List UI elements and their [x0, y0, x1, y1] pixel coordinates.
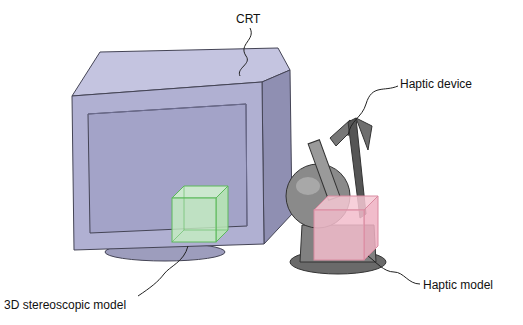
leader-lines: [138, 28, 420, 296]
callout-label: Haptic device: [400, 77, 472, 91]
callout-label: Haptic model: [423, 278, 493, 292]
crt-monitor: [72, 48, 292, 261]
leader-line: [239, 28, 251, 76]
leader-line: [368, 256, 420, 284]
leader-line: [138, 246, 188, 296]
device-arm: [308, 140, 340, 200]
monitor-side: [262, 70, 292, 244]
callout-label: CRT: [236, 12, 260, 26]
haptic-cube: [314, 196, 378, 260]
callout-label: 3D stereoscopic model: [4, 298, 126, 312]
stereoscopic-cube: [172, 186, 228, 242]
haptic-device: [286, 118, 386, 274]
monitor-bezel: [72, 82, 264, 250]
leader-line: [348, 86, 398, 136]
